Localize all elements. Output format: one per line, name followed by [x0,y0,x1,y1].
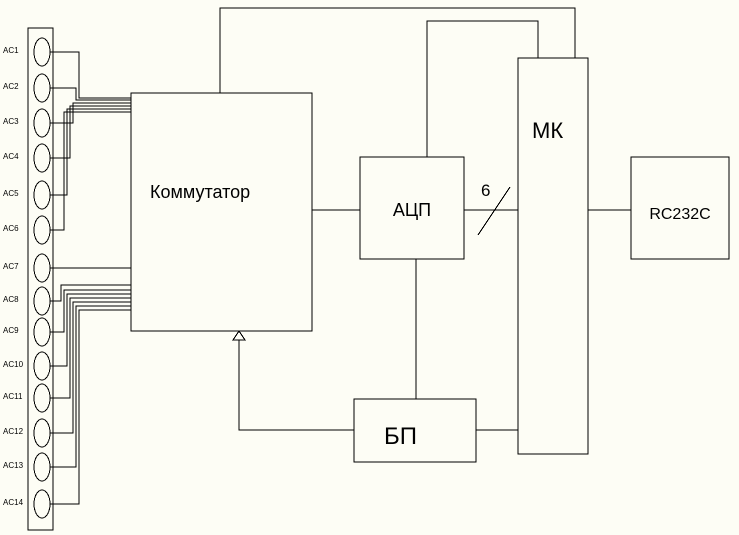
sensor-wire [50,111,131,231]
sensor-connector [33,73,51,103]
sensor-connector [33,452,51,482]
sensor-label: AC10 [3,360,24,369]
commutator-label: Коммутатор [150,182,250,202]
sensor-label: AC12 [3,427,24,436]
sensor-label: AC8 [3,295,19,304]
sensor-label: AC7 [3,262,19,271]
sensor-label: AC14 [3,498,24,507]
sensor-connector [33,351,51,381]
power-input-arrow [232,330,246,341]
serial-block [630,156,730,260]
sensor-label: AC9 [3,326,19,335]
sensor-wire [50,51,131,99]
sensor-label: AC6 [3,224,19,233]
sensor-connector [33,383,51,413]
sensor-connector [33,317,51,347]
sensor-wire [50,102,131,124]
bus-slash [477,186,511,236]
serial-label: RC232C [649,206,710,223]
sensor-wire [50,87,131,101]
sensor-connector [33,108,51,138]
wire-psu-commutator [238,340,354,431]
sensor-label: AC1 [3,46,19,55]
adc-label: АЦП [393,200,431,220]
sensor-wire [50,297,131,399]
sensor-layer: AC1AC2AC3AC4AC5AC6AC7AC8AC9AC10AC11AC12A… [3,37,51,519]
block-connections [219,7,631,431]
sensor-label: AC13 [3,461,24,470]
mc-block [517,57,589,455]
sensor-connector [33,286,51,316]
psu-label: БП [384,423,417,450]
sensor-connector [33,418,51,448]
sensor-connector [33,215,51,245]
wire-mc-commutator-control [219,7,576,93]
sensor-label: AC4 [3,152,19,161]
sensor-label: AC5 [3,189,19,198]
sensor-wire [50,105,131,159]
sensor-connector [33,253,51,283]
sensor-wire [50,293,131,367]
sensor-wire [50,301,131,434]
sensor-wire [50,284,131,302]
sensor-wire [50,309,131,505]
sensor-wires [50,51,131,505]
sensor-wire [50,108,131,196]
wire-mc-adc-control [426,20,539,157]
mc-label: МК [532,118,563,143]
sensor-wire [50,289,131,333]
sensor-wire [50,305,131,468]
sensor-connector-strip [27,27,54,531]
commutator-block [130,92,313,332]
sensor-label: AC3 [3,117,19,126]
sensor-label: AC2 [3,82,19,91]
adc-block [359,156,465,260]
sensor-label: AC11 [3,392,23,401]
sensor-connector [33,180,51,210]
bus-width-label: 6 [481,181,490,200]
sensor-connector [33,37,51,67]
sensor-connector [33,489,51,519]
sensor-connector [33,143,51,173]
